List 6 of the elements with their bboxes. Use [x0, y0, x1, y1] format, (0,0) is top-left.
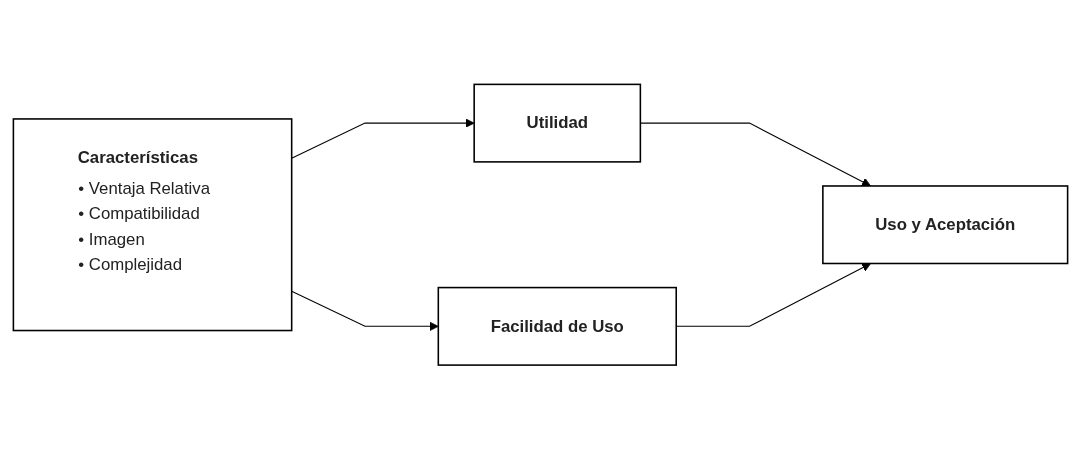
arrow	[291, 291, 439, 332]
node-box: Uso y Aceptación	[822, 185, 1069, 265]
node-box: Facilidad de Uso	[437, 287, 677, 367]
node-box: Utilidad	[473, 83, 642, 163]
arrow	[291, 118, 475, 159]
node-box: Características • Ventaja Relativa • Compatibilidad • Imagen • Complejidad	[12, 118, 293, 332]
